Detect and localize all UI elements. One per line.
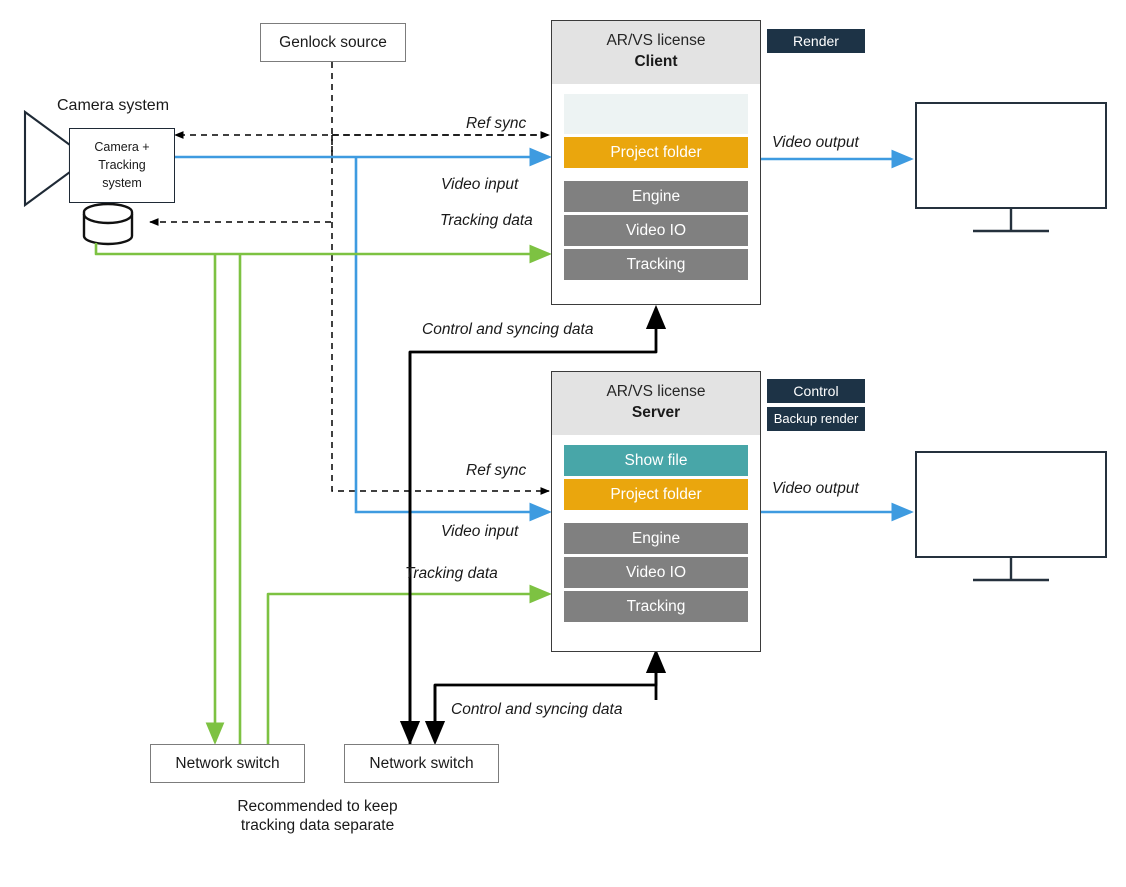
label-ref-sync-client: Ref sync	[466, 115, 527, 132]
server-bar-engine[interactable]: Engine	[564, 522, 748, 554]
server-bar-video-io[interactable]: Video IO	[564, 556, 748, 588]
monitor-client	[915, 102, 1107, 233]
client-bar-project-folder[interactable]: Project folder	[564, 136, 748, 168]
label-control-sync-server: Control and syncing data	[451, 701, 623, 718]
label-tracking-data-client: Tracking data	[440, 212, 533, 229]
camera-body-line3: system	[102, 176, 142, 191]
camera-system-caption: Camera system	[57, 97, 170, 114]
ref-sync-server-line	[331, 222, 550, 495]
server-bar-tracking[interactable]: Tracking	[564, 590, 748, 622]
ref-sync-to-tracker-line	[149, 135, 333, 226]
control-sync-server-line	[433, 652, 658, 742]
server-role-label: Server	[631, 403, 681, 421]
server-license-label: AR/VS license	[606, 383, 706, 400]
label-control-sync-client: Control and syncing data	[422, 321, 594, 338]
tracking-puck-icon	[82, 202, 134, 246]
label-video-output-client: Video output	[772, 134, 859, 151]
tracking-data-client-line	[94, 243, 552, 264]
network-switch-control-label: Network switch	[369, 755, 474, 772]
server-badge-backup-render: Backup render	[767, 407, 865, 431]
label-video-input-server: Video input	[441, 523, 519, 540]
camera-body-line2: Tracking	[98, 158, 146, 173]
client-bar-placeholder	[564, 93, 748, 134]
camera-body-line1: Camera +	[94, 140, 150, 154]
label-tracking-data-server: Tracking data	[405, 565, 498, 582]
client-header: AR/VS license Client	[552, 21, 760, 84]
network-switch-control[interactable]: Network switch	[344, 744, 499, 783]
label-video-output-server: Video output	[772, 480, 859, 497]
network-switch-tracking-label: Network switch	[175, 755, 280, 772]
camera-lens-icon	[23, 109, 72, 208]
server-bar-show-file[interactable]: Show file	[564, 444, 748, 476]
tracking-separation-note-line2: tracking data separate	[240, 817, 395, 835]
tracking-data-server-line	[266, 584, 552, 745]
client-license-label: AR/VS license	[606, 32, 706, 49]
server-badge-control: Control	[767, 379, 865, 403]
client-module-list: Project folder Engine Video IO Tracking	[552, 84, 760, 293]
tracking-separation-note: Recommended to keep tracking data separa…	[150, 797, 485, 836]
client-bar-tracking[interactable]: Tracking	[564, 248, 748, 280]
server-bar-project-folder[interactable]: Project folder	[564, 478, 748, 510]
label-video-input-client: Video input	[441, 176, 519, 193]
genlock-source-label: Genlock source	[279, 34, 387, 51]
client-badge-render: Render	[767, 29, 865, 53]
monitor-server	[915, 451, 1107, 582]
client-host-box[interactable]: AR/VS license Client Project folder Engi…	[551, 20, 761, 305]
server-host-box[interactable]: AR/VS license Server Show file Project f…	[551, 371, 761, 652]
tracking-separation-note-line1: Recommended to keep	[237, 798, 398, 815]
label-ref-sync-server: Ref sync	[466, 462, 527, 479]
camera-body-box: Camera + Tracking system	[69, 128, 175, 203]
server-header: AR/VS license Server	[552, 372, 760, 435]
server-module-list: Show file Project folder Engine Video IO…	[552, 435, 760, 635]
client-role-label: Client	[634, 52, 678, 70]
genlock-source-box[interactable]: Genlock source	[260, 23, 406, 62]
video-input-server-line	[354, 157, 552, 522]
network-switch-tracking[interactable]: Network switch	[150, 744, 305, 783]
client-bar-engine[interactable]: Engine	[564, 180, 748, 212]
client-bar-video-io[interactable]: Video IO	[564, 214, 748, 246]
